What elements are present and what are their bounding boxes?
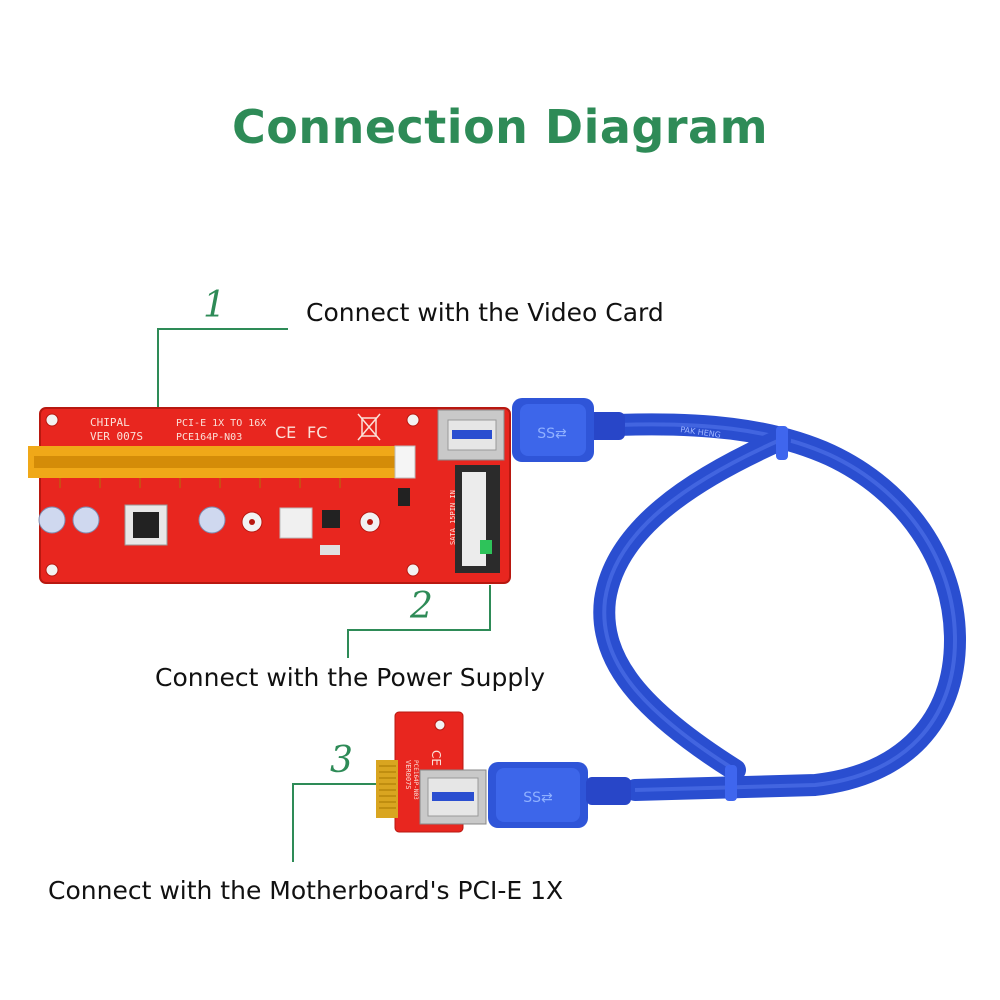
pcie-x1-adapter: CE VER007S PCE164P-N03: [376, 711, 487, 833]
board-fc-mark: FC: [307, 423, 327, 442]
step-1-number: 1: [203, 285, 226, 326]
svg-text:SS⇄: SS⇄: [537, 426, 567, 442]
pcie-x1-gold-fingers: [376, 760, 398, 818]
cable-clip-bottom: [725, 765, 737, 801]
adapter-version: VER007S: [404, 760, 412, 790]
board-model-1: PCI-E 1X TO 16X: [176, 418, 266, 429]
board-ce-mark: CE: [275, 423, 296, 442]
leader-line-2: [347, 585, 491, 658]
step-1-label: Connect with the Video Card: [306, 298, 664, 327]
step-3-number: 3: [330, 740, 353, 781]
step-2-number: 2: [410, 586, 433, 627]
adapter-ce-mark: CE: [429, 750, 443, 766]
board-sata-label: SATA 15PIN IN: [449, 490, 457, 545]
usb-cable: PAK HENG: [593, 413, 967, 801]
page-title: Connection Diagram: [231, 100, 769, 154]
capacitor: [38, 506, 66, 534]
capacitor: [198, 506, 226, 534]
weee-bin-icon: [357, 413, 381, 441]
board-version: VER 007S: [90, 430, 143, 443]
riser-board: CHIPAL VER 007S PCI-E 1X TO 16X PCE164P-…: [28, 407, 511, 584]
step-2-label: Connect with the Power Supply: [155, 663, 546, 692]
board-brand: CHIPAL: [90, 416, 130, 429]
board-model-2: PCE164P-N03: [176, 432, 242, 443]
cable-clip-top: [776, 426, 788, 460]
capacitor: [72, 506, 100, 534]
leader-line-3: [292, 783, 381, 862]
usb-plug-bottom: SS⇄: [488, 762, 631, 828]
adapter-model: PCE164P-N03: [412, 760, 419, 800]
svg-text:SS⇄: SS⇄: [523, 790, 553, 806]
step-3-label: Connect with the Motherboard's PCI-E 1X: [48, 876, 564, 905]
usb-plug-top: SS⇄: [512, 398, 625, 462]
